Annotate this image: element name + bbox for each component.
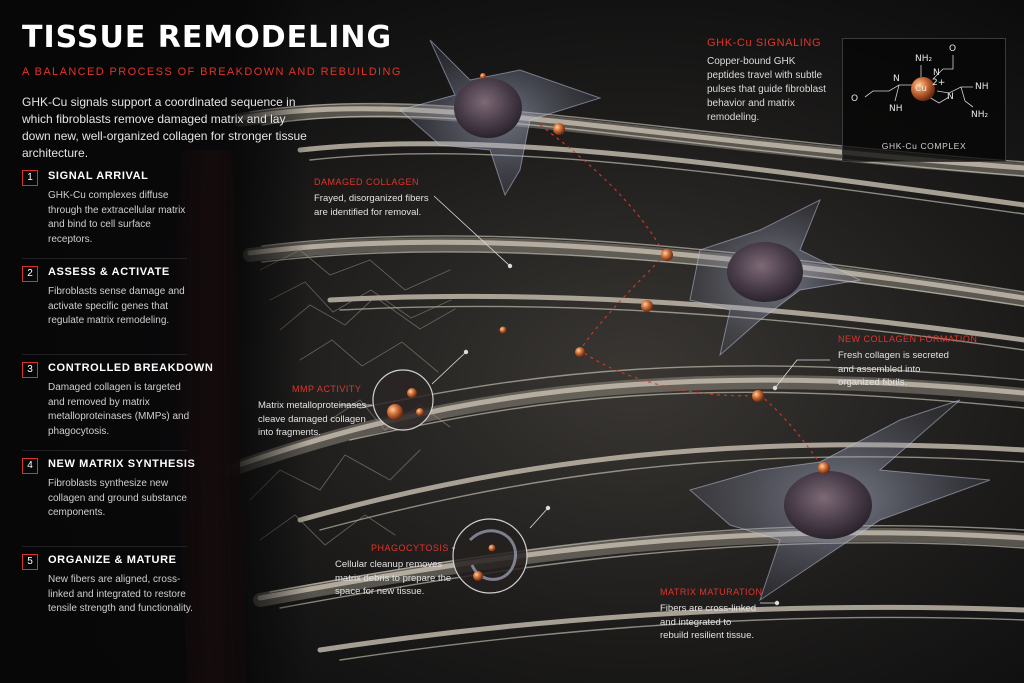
atom-label: NH₂ xyxy=(971,110,989,120)
atom-label: O xyxy=(851,94,858,104)
magnifier-lens-icon xyxy=(372,369,528,594)
callout-title: PHAGOCYTOSIS xyxy=(371,543,449,553)
intro-text: GHK-Cu signals support a coordinated seq… xyxy=(22,95,307,160)
copper-charge-label: 2+ xyxy=(932,78,945,88)
callout-leaders xyxy=(340,195,830,606)
step-divider xyxy=(22,258,187,259)
ghk-signaling-text: Copper-bound GHK peptides travel with su… xyxy=(707,56,826,123)
copper-ion xyxy=(911,77,935,101)
molecule-structure-icon: Cu 2+ NH₂ N N NH O O NH NH₂ N xyxy=(851,44,989,120)
phagocytosis-callout: PHAGOCYTOSIS Cellular cleanup removes ma… xyxy=(335,543,453,599)
step-number: 1 xyxy=(22,170,38,186)
atom-label: N xyxy=(947,92,954,102)
step-description: Fibroblasts synthesize new collagen and … xyxy=(48,478,187,518)
step-1: 1 SIGNAL ARRIVAL GHK-Cu complexes diffus… xyxy=(22,165,192,261)
callout-text: Matrix metalloproteinases cleave damaged… xyxy=(258,400,367,438)
step-description: GHK-Cu complexes diffuse through the ext… xyxy=(48,190,186,245)
fibroblast-cell-icon xyxy=(398,39,991,602)
step-2: 2 ASSESS & ACTIVATE Fibroblasts sense da… xyxy=(22,261,192,357)
ghk-signaling-title: GHK-Cu SIGNALING xyxy=(707,37,822,49)
step-3: 3 CONTROLLED BREAKDOWN Damaged collagen … xyxy=(22,357,213,453)
steps-list: 1 SIGNAL ARRIVAL GHK-Cu complexes diffus… xyxy=(22,165,213,645)
step-number: 4 xyxy=(22,458,38,474)
callout-title: DAMAGED COLLAGEN xyxy=(314,177,420,187)
page-title: TISSUE REMODELING xyxy=(22,20,393,55)
callout-title: NEW COLLAGEN FORMATION xyxy=(838,334,978,344)
step-number: 5 xyxy=(22,554,38,570)
step-description: Fibroblasts sense damage and activate sp… xyxy=(48,286,185,326)
damaged-collagen-callout: DAMAGED COLLAGEN Frayed, disorganized fi… xyxy=(314,177,439,219)
callout-text: Frayed, disorganized fibers are identifi… xyxy=(314,193,429,218)
mmp-activity-callout: MMP ACTIVITY Matrix metalloproteinases c… xyxy=(258,384,373,440)
copper-particle-icon xyxy=(480,73,830,474)
atom-label: N xyxy=(933,68,940,78)
step-number: 3 xyxy=(22,362,38,378)
step-title: ORGANIZE & MATURE xyxy=(48,554,177,566)
atom-label: NH₂ xyxy=(915,54,933,64)
collagen-fiber-icon xyxy=(223,102,1024,661)
step-divider xyxy=(22,450,187,451)
atom-label: O xyxy=(949,44,956,54)
step-title: SIGNAL ARRIVAL xyxy=(48,170,149,182)
step-number: 2 xyxy=(22,266,38,282)
step-5: 5 ORGANIZE & MATURE New fibers are align… xyxy=(22,549,193,645)
step-divider xyxy=(22,354,187,355)
callout-text: Fibers are cross-linked and integrated t… xyxy=(660,603,757,641)
ghk-cu-complex-label: GHK-Cu COMPLEX xyxy=(881,141,967,151)
ghk-cu-complex-panel: Cu 2+ NH₂ N N NH O O NH NH₂ N GHK-Cu COM… xyxy=(842,38,1006,162)
ghk-signaling-callout: GHK-Cu SIGNALING Copper-bound GHK peptid… xyxy=(707,37,832,125)
step-title: CONTROLLED BREAKDOWN xyxy=(48,362,214,374)
atom-label: N xyxy=(893,74,900,84)
copper-center-label: Cu xyxy=(915,84,927,94)
step-title: ASSESS & ACTIVATE xyxy=(48,266,170,278)
step-title: NEW MATRIX SYNTHESIS xyxy=(48,458,196,470)
matrix-maturation-callout: MATRIX MATURATION Fibers are cross-linke… xyxy=(660,587,763,643)
step-divider xyxy=(22,546,187,547)
callout-text: Cellular cleanup removes matrix debris t… xyxy=(335,559,452,597)
atom-label: NH xyxy=(889,104,903,114)
callout-title: MATRIX MATURATION xyxy=(660,587,763,597)
step-description: Damaged collagen is targeted and removed… xyxy=(48,382,190,437)
callout-text: Fresh collagen is secreted and assembled… xyxy=(838,350,949,388)
step-description: New fibers are aligned, cross-linked and… xyxy=(48,574,193,614)
page-subtitle: A BALANCED PROCESS OF BREAKDOWN AND REBU… xyxy=(22,66,402,78)
callout-title: MMP ACTIVITY xyxy=(292,384,362,394)
atom-label: NH xyxy=(975,82,989,92)
new-collagen-callout: NEW COLLAGEN FORMATION Fresh collagen is… xyxy=(838,334,978,390)
step-4: 4 NEW MATRIX SYNTHESIS Fibroblasts synth… xyxy=(22,453,196,549)
